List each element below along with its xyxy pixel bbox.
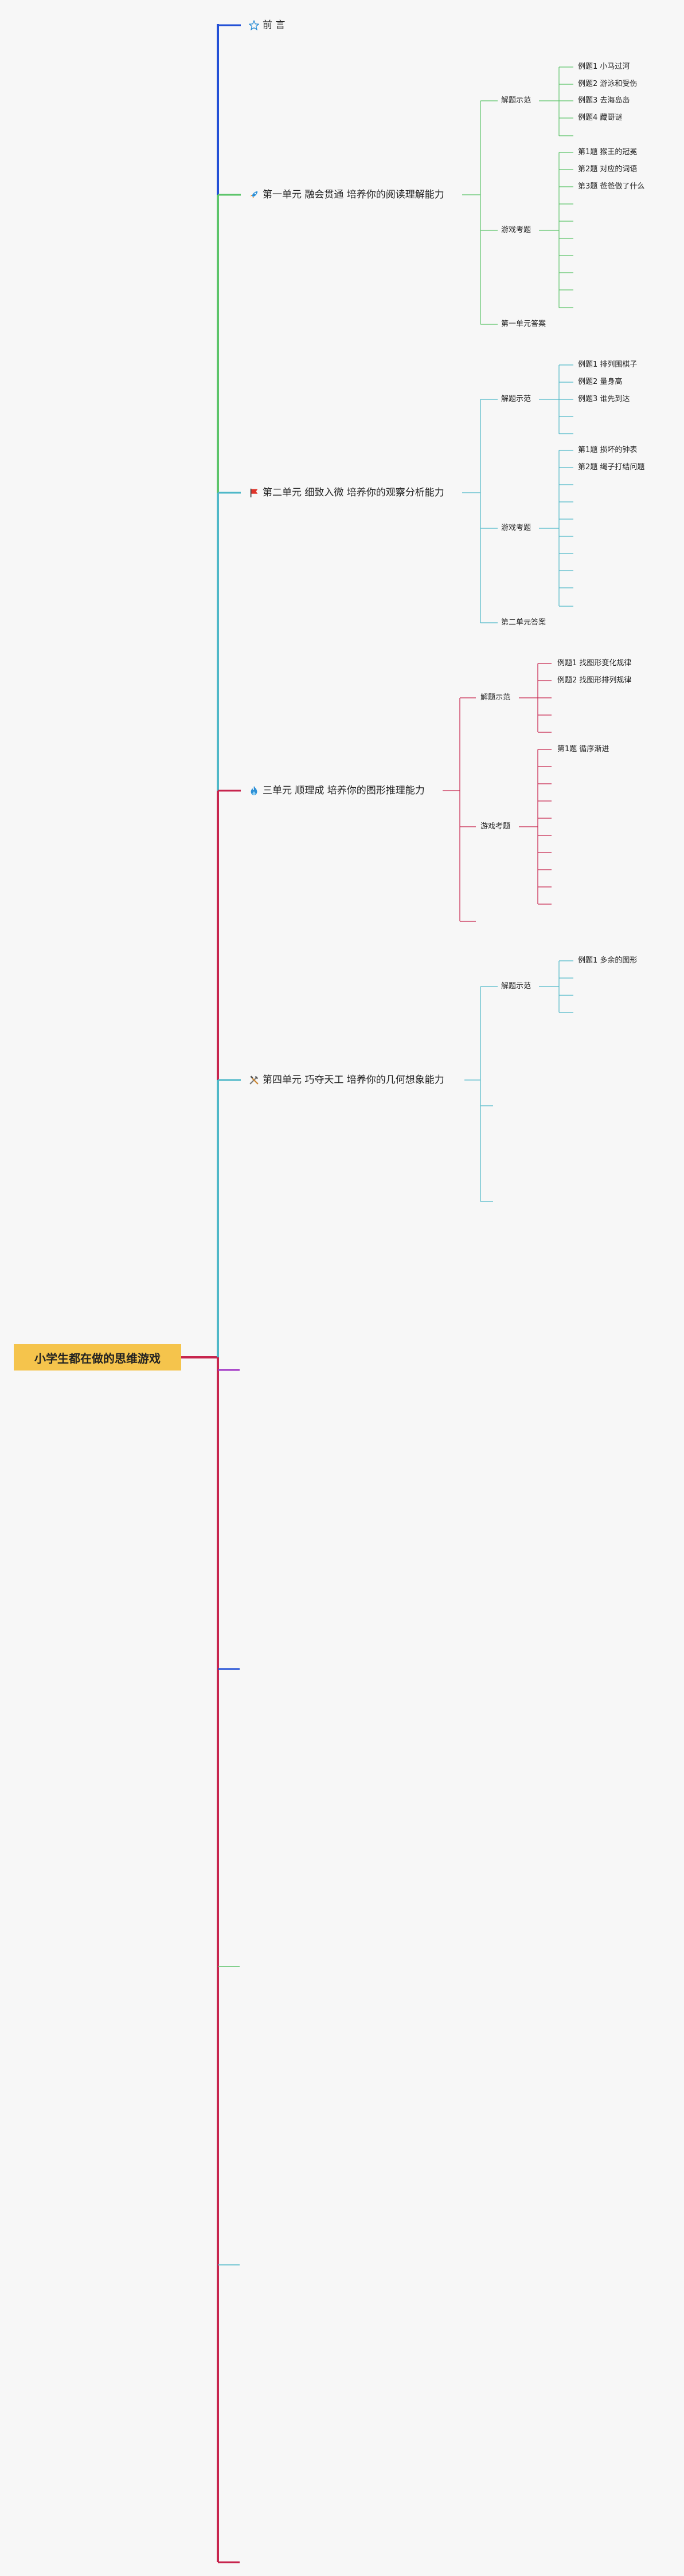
unit-1-quiz-item[interactable]: 第3题 爸爸做了什么 (578, 182, 645, 191)
unit-1-branch-demo[interactable]: 解题示范 (501, 96, 531, 105)
unit-2-branch-demo[interactable]: 解题示范 (501, 395, 531, 403)
unit-3-connectors (443, 663, 552, 922)
flag-icon (250, 488, 258, 498)
unit-3-branch-quiz[interactable]: 游戏考题 (480, 822, 511, 831)
flame-icon (251, 786, 257, 796)
unit-1-quiz-item[interactable]: 第2题 对应的词语 (578, 165, 638, 174)
unit-1-branch-answers[interactable]: 第一单元答案 (501, 320, 546, 328)
unit-preface[interactable]: 前 言 (249, 19, 285, 32)
unit-4[interactable]: 第四单元 巧夺天工 培养你的几何想象能力 (249, 1074, 444, 1086)
unit-1-demo-item[interactable]: 例题3 去海岛岛 (578, 96, 630, 105)
unit-3-title: 三单元 顺理成 培养你的图形推理能力 (263, 785, 425, 796)
tools-icon (249, 1075, 259, 1085)
unit-1-connectors (462, 66, 573, 325)
unit-2-demo-item[interactable]: 例题3 谁先到达 (578, 395, 630, 403)
root-topic[interactable]: 小学生都在做的思维游戏 (14, 1344, 181, 1371)
unit-4-branch-demo[interactable]: 解题示范 (501, 982, 531, 991)
unit-4-demo-item[interactable]: 例题1 多余的图形 (578, 956, 638, 965)
star-icon (249, 20, 259, 30)
unit-2-title: 第二单元 细致入微 培养你的观察分析能力 (263, 487, 444, 498)
unit-1-branch-quiz[interactable]: 游戏考题 (501, 226, 531, 234)
unit-2-branch-answers[interactable]: 第二单元答案 (501, 618, 546, 627)
unit-2-branch-quiz[interactable]: 游戏考题 (501, 524, 531, 532)
unit-2-quiz-item[interactable]: 第1题 损坏的钟表 (578, 446, 638, 454)
unit-1-demo-item[interactable]: 例题1 小马过河 (578, 62, 630, 71)
unit-2-demo-item[interactable]: 例题1 排列围棋子 (578, 360, 638, 369)
unit-2[interactable]: 第二单元 细致入微 培养你的观察分析能力 (249, 486, 444, 499)
unit-preface-title: 前 言 (263, 19, 286, 31)
unit-4-connectors (464, 960, 573, 1202)
unit-3-demo-item[interactable]: 例题2 找图形排列规律 (557, 676, 632, 685)
unit-2-demo-item[interactable]: 例题2 量身高 (578, 378, 623, 386)
unit-2-quiz-item[interactable]: 第2题 绳子打结问题 (578, 463, 645, 472)
unit-1-demo-item[interactable]: 例题2 游泳和受伤 (578, 80, 638, 88)
unit-3-quiz-item[interactable]: 第1题 循序渐进 (557, 745, 609, 753)
unit-1-demo-item[interactable]: 例题4 藏哥谜 (578, 113, 623, 122)
rocket-icon (250, 191, 258, 199)
unit-1-quiz-item[interactable]: 第1题 猴王的冠冕 (578, 148, 638, 156)
unit-3[interactable]: 三单元 顺理成 培养你的图形推理能力 (249, 784, 425, 797)
unit-1-title: 第一单元 融会贯通 培养你的阅读理解能力 (263, 189, 444, 201)
root-title: 小学生都在做的思维游戏 (34, 1351, 161, 1365)
unit-1[interactable]: 第一单元 融会贯通 培养你的阅读理解能力 (249, 189, 444, 201)
unit-3-branch-demo[interactable]: 解题示范 (480, 693, 511, 702)
unit-4-title: 第四单元 巧夺天工 培养你的几何想象能力 (263, 1074, 444, 1086)
unit-2-connectors (462, 364, 573, 623)
unit-3-demo-item[interactable]: 例题1 找图形变化规律 (557, 659, 632, 667)
